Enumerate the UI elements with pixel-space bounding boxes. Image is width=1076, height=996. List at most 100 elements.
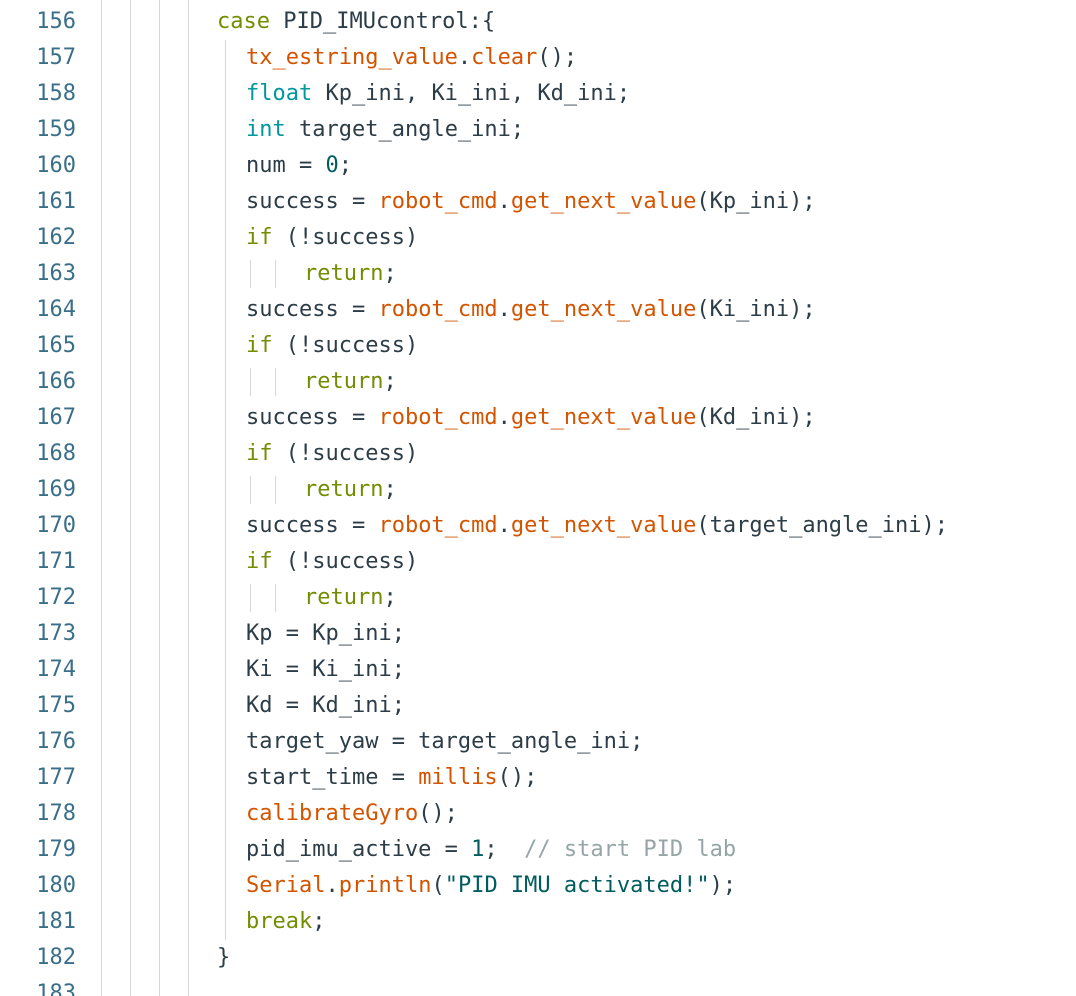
code-token: break — [246, 909, 313, 934]
code-token: Kd = Kd_ini; — [246, 693, 405, 718]
indent-guide — [225, 364, 226, 400]
code-token: num = — [246, 153, 326, 178]
code-token: PID_IMUcontrol:{ — [269, 9, 496, 34]
code-token: robot_cmd — [378, 297, 498, 322]
code-line[interactable]: 175 Kd = Kd_ini; — [0, 688, 1076, 724]
line-number: 156 — [36, 9, 76, 34]
code-token: ; — [383, 477, 397, 502]
line-number: 159 — [36, 117, 76, 142]
indent-guide — [225, 148, 226, 184]
indent-guide — [250, 584, 251, 612]
code-text: num = 0; — [246, 148, 352, 184]
code-token: start_time = — [246, 765, 419, 790]
code-token: (target_angle_ini); — [696, 513, 949, 538]
indent-guide — [225, 796, 226, 832]
code-token: . — [325, 873, 339, 898]
code-token: success = — [246, 297, 379, 322]
code-token: return — [304, 369, 384, 394]
code-text: target_yaw = target_angle_ini; — [246, 724, 643, 760]
indent-guide — [275, 584, 276, 612]
line-number: 167 — [36, 405, 76, 430]
code-token: pid_imu_active = — [246, 837, 472, 862]
code-text: if (!success) — [246, 328, 418, 364]
code-text: success = robot_cmd.get_next_value(targe… — [246, 508, 948, 544]
code-line[interactable]: 174 Ki = Ki_ini; — [0, 652, 1076, 688]
code-line[interactable]: 162 if (!success) — [0, 220, 1076, 256]
code-token: return — [304, 477, 384, 502]
code-line[interactable]: 172 return; — [0, 580, 1076, 616]
code-token: . — [457, 45, 472, 70]
line-number: 164 — [36, 297, 76, 322]
code-text: Serial.println("PID IMU activated!"); — [246, 868, 736, 904]
code-token: tx_estring_value — [246, 45, 458, 70]
code-token: (); — [418, 801, 458, 826]
code-text: case PID_IMUcontrol:{ — [217, 4, 495, 40]
indent-guide — [225, 328, 226, 364]
line-number: 172 — [36, 585, 76, 610]
indent-guide — [225, 220, 226, 256]
code-token: (!success) — [272, 549, 419, 574]
code-line[interactable]: 182} — [0, 940, 1076, 976]
code-text: Ki = Ki_ini; — [246, 652, 405, 688]
code-token: millis — [418, 765, 498, 790]
code-token: return — [304, 585, 384, 610]
code-text: if (!success) — [246, 220, 418, 256]
code-token: success = — [246, 189, 379, 214]
code-token: ; — [484, 837, 525, 862]
code-token: 1 — [471, 837, 485, 862]
code-line[interactable]: 156 case PID_IMUcontrol:{ — [0, 4, 1076, 40]
code-text: calibrateGyro(); — [246, 796, 458, 832]
line-number: 174 — [36, 657, 76, 682]
indent-guide — [225, 472, 226, 508]
code-text: } — [217, 940, 230, 976]
code-token: (); — [497, 765, 538, 790]
code-text: pid_imu_active = 1; // start PID lab — [246, 832, 736, 868]
code-token: Kp = Kp_ini; — [246, 621, 405, 646]
line-number: 161 — [36, 189, 76, 214]
code-token: get_next_value — [510, 405, 697, 430]
indent-guide — [225, 400, 226, 436]
indent-guide — [225, 904, 226, 940]
indent-guide — [225, 292, 226, 328]
line-number: 162 — [36, 225, 76, 250]
code-token: . — [497, 189, 511, 214]
code-text: return; — [304, 256, 397, 292]
indent-guide — [275, 260, 276, 288]
code-token: int — [246, 117, 286, 142]
code-token: (Ki_ini); — [696, 297, 816, 322]
code-text: return; — [304, 580, 397, 616]
line-number: 173 — [36, 621, 76, 646]
code-text: Kp = Kp_ini; — [246, 616, 405, 652]
code-token: Kp_ini, Ki_ini, Kd_ini; — [312, 81, 631, 106]
code-line[interactable]: 177 start_time = millis(); — [0, 760, 1076, 796]
indent-guide — [275, 476, 276, 504]
line-number: 177 — [36, 765, 76, 790]
code-token: ; — [312, 909, 326, 934]
code-line[interactable]: 183 — [0, 976, 1076, 996]
line-number: 175 — [36, 693, 76, 718]
code-token: robot_cmd — [378, 405, 498, 430]
code-token: float — [246, 81, 313, 106]
code-line[interactable]: 173 Kp = Kp_ini; — [0, 616, 1076, 652]
line-number: 182 — [36, 945, 76, 970]
